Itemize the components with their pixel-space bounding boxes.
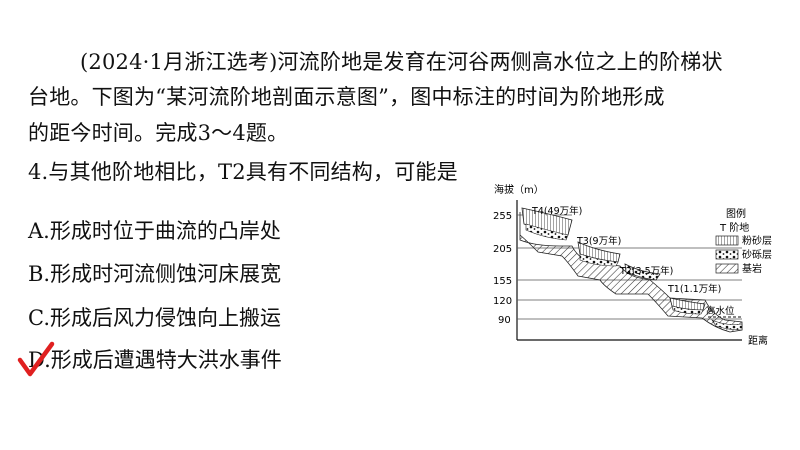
y-tick-205: 205 [493,244,512,255]
legend-subtitle: T 阶地 [719,221,749,234]
check-mark-icon [17,341,55,377]
y-tick-90: 90 [498,315,511,326]
legend: 图例 T 阶地 粉砂层 砂砾层 基岩 [715,207,772,275]
stem-line-2: 台地。下图为“某河流阶地剖面示意图”，图中标注的时间为阶地形成 [28,85,665,109]
option-c[interactable]: C.形成后风力侵蚀向上搬运 [28,306,281,330]
y-tick-120: 120 [493,296,512,307]
high-water-label: 高水位 [706,305,735,317]
legend-title: 图例 [726,207,746,220]
option-d[interactable]: D.形成后遭遇特大洪水事件 [28,348,282,372]
terrace-label-t3: T3(9万年) [576,235,621,247]
y-axis-label: 海拔（m） [494,183,544,196]
legend-bedrock-label: 基岩 [742,262,762,275]
terrace-profile-diagram: 海拔（m） 255 205 155 120 90 T4(49万年) T3(9万年… [493,183,772,347]
option-b[interactable]: B.形成时河流侧蚀河床展宽 [28,262,282,286]
stem-line-3: 的距今时间。完成3～4题。 [28,121,289,145]
legend-silt-swatch [715,235,739,246]
x-axis-label: 距离 [748,334,768,347]
terrace-label-t2: T2(3.5万年) [619,265,673,277]
question-4: 4.与其他阶地相比，T2具有不同结构，可能是 [28,160,458,184]
option-a[interactable]: A.形成时位于曲流的凸岸处 [28,219,281,243]
stem-line-1: (2024·1月浙江选考)河流阶地是发育在河谷两侧高水位之上的阶梯状 [80,50,723,74]
legend-gravel-label: 砂砾层 [742,248,772,261]
legend-silt-label: 粉砂层 [742,234,772,247]
y-tick-155: 155 [493,276,512,287]
legend-gravel-swatch [715,249,739,260]
terrace-label-t1: T1(1.1万年) [667,283,721,295]
terrace-label-t4: T4(49万年) [531,205,582,217]
y-tick-255: 255 [493,211,512,222]
legend-bedrock-swatch [715,263,739,274]
